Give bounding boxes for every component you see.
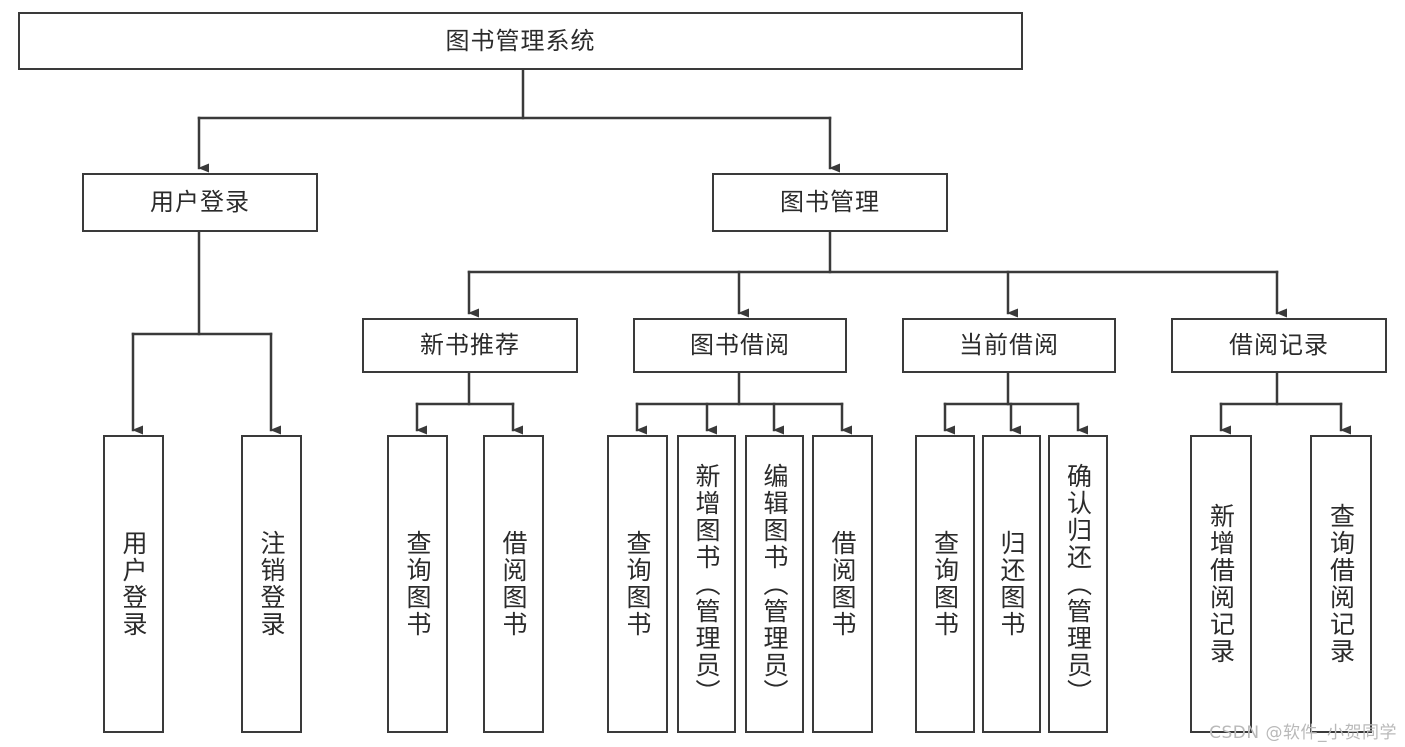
node-user-login[interactable]: 用户登录: [82, 173, 318, 232]
node-label: 新增借阅记录: [1206, 503, 1236, 665]
leaf-book-borrow-edit-book-admin[interactable]: 编辑图书（管理员）: [745, 435, 804, 733]
node-label: 新书推荐: [420, 331, 520, 360]
leaf-user-login-login[interactable]: 用户登录: [103, 435, 164, 733]
node-label: 归还图书: [997, 530, 1026, 638]
node-root-book-management-system[interactable]: 图书管理系统: [18, 12, 1023, 70]
leaf-borrow-record-add-record[interactable]: 新增借阅记录: [1190, 435, 1252, 733]
edges-root-to-level2: [197, 68, 840, 173]
leaf-book-borrow-borrow-book[interactable]: 借阅图书: [812, 435, 873, 733]
node-label: 查询借阅记录: [1326, 503, 1356, 665]
edges-current-borrow-to-leaves: [943, 371, 1088, 435]
edges-book-manage-to-level3: [467, 230, 1287, 318]
leaf-new-book-borrow-book[interactable]: 借阅图书: [483, 435, 544, 733]
node-label: 借阅记录: [1229, 331, 1329, 360]
node-borrow-record[interactable]: 借阅记录: [1171, 318, 1387, 373]
edges-borrow-record-to-leaves: [1219, 371, 1351, 435]
node-label: 用户登录: [150, 188, 250, 217]
leaf-new-book-query-book[interactable]: 查询图书: [387, 435, 448, 733]
edges-new-book-to-leaves: [415, 371, 523, 435]
watermark-text: CSDN @软件_小贺同学: [1209, 723, 1397, 743]
leaf-current-borrow-return-book[interactable]: 归还图书: [982, 435, 1041, 733]
node-label: 编辑图书（管理员）: [760, 462, 789, 706]
leaf-current-borrow-confirm-return-admin[interactable]: 确认归还（管理员）: [1048, 435, 1108, 733]
node-label: 当前借阅: [959, 331, 1059, 360]
leaf-book-borrow-query-book[interactable]: 查询图书: [607, 435, 668, 733]
node-label: 借阅图书: [499, 530, 528, 638]
node-current-borrow[interactable]: 当前借阅: [902, 318, 1116, 373]
edges-user-login-to-leaves: [131, 230, 281, 435]
node-label: 图书管理: [780, 188, 880, 217]
node-book-borrow[interactable]: 图书借阅: [633, 318, 847, 373]
node-label: 确认归还（管理员）: [1063, 462, 1093, 706]
node-label: 借阅图书: [828, 530, 857, 638]
leaf-current-borrow-query-book[interactable]: 查询图书: [915, 435, 975, 733]
leaf-book-borrow-add-book-admin[interactable]: 新增图书（管理员）: [677, 435, 736, 733]
leaf-user-login-logout[interactable]: 注销登录: [241, 435, 302, 733]
node-label: 用户登录: [119, 530, 148, 638]
node-label: 新增图书（管理员）: [692, 462, 721, 706]
node-label: 图书借阅: [690, 331, 790, 360]
edges-book-borrow-to-leaves: [635, 371, 852, 435]
node-label: 查询图书: [623, 530, 652, 638]
node-label: 图书管理系统: [445, 26, 596, 55]
node-label: 查询图书: [403, 530, 432, 638]
node-book-management[interactable]: 图书管理: [712, 173, 948, 232]
leaf-borrow-record-query-record[interactable]: 查询借阅记录: [1310, 435, 1372, 733]
node-new-book-recommend[interactable]: 新书推荐: [362, 318, 578, 373]
node-label: 查询图书: [930, 530, 960, 638]
node-label: 注销登录: [257, 530, 286, 638]
